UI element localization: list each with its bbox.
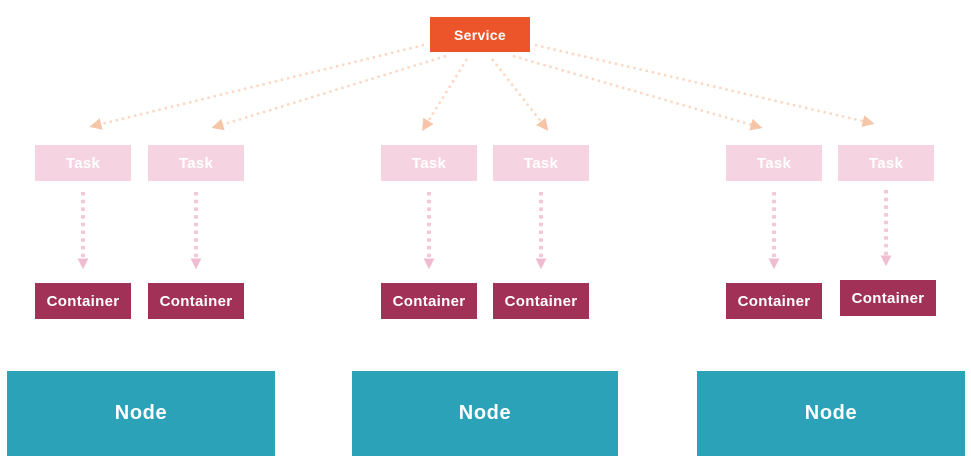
node-box-1: Node <box>7 371 275 456</box>
container-box-6: Container <box>840 280 936 316</box>
task-box-6: Task <box>838 145 934 181</box>
container-box-2: Container <box>148 283 244 319</box>
task-box-1: Task <box>35 145 131 181</box>
task-box-2: Task <box>148 145 244 181</box>
container-box-4: Container <box>493 283 589 319</box>
service-to-task4-arrow <box>491 58 549 131</box>
task-box-4: Task <box>493 145 589 181</box>
task-box-5: Task <box>726 145 822 181</box>
node-box-3: Node <box>697 371 965 456</box>
service-to-task2-arrow <box>211 54 447 131</box>
service-to-task1-arrow <box>89 43 425 130</box>
service-to-task5-arrow <box>512 54 763 131</box>
container-box-5: Container <box>726 283 822 319</box>
service-to-task3-arrow <box>422 58 469 132</box>
node-box-2: Node <box>352 371 618 456</box>
service-to-task6-arrow <box>534 43 875 127</box>
container-box-1: Container <box>35 283 131 319</box>
service-box: Service <box>430 17 530 52</box>
task-box-3: Task <box>381 145 477 181</box>
container-box-3: Container <box>381 283 477 319</box>
